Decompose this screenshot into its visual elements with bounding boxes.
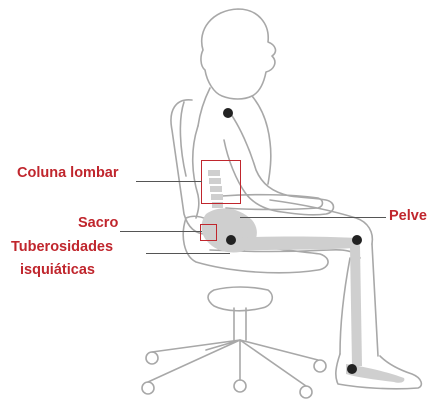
- chair-caster: [314, 360, 326, 372]
- knee-joint-dot: [352, 235, 362, 245]
- torso-center-dot: [223, 108, 233, 118]
- sacrum-leader-line: [120, 231, 202, 232]
- ischial-leader-line: [146, 253, 230, 254]
- person-torso-back-outline: [193, 126, 199, 218]
- femur-bone: [228, 237, 361, 251]
- chair-caster: [300, 386, 312, 398]
- chair-mechanism-outline: [208, 287, 272, 311]
- person-neck-outline: [198, 88, 210, 126]
- person-shin-back-outline: [340, 258, 350, 354]
- person-torso-front-outline: [252, 96, 271, 184]
- sacrum-highlight-box: [200, 224, 217, 241]
- chair-base-legs-outline: [148, 340, 318, 386]
- lumbar-highlight-box: [201, 160, 241, 204]
- label-lumbar-spine: Coluna lombar: [17, 165, 119, 182]
- ankle-joint-dot: [347, 364, 357, 374]
- label-ischial-tuberosities-line1: Tuberosidades: [11, 239, 113, 256]
- label-pelvis: Pelve: [389, 208, 427, 225]
- label-sacrum: Sacro: [78, 215, 118, 232]
- hip-joint-dot: [226, 235, 236, 245]
- chair-caster: [142, 382, 154, 394]
- person-shin-front-outline: [372, 244, 378, 356]
- pelvis-leader-line: [240, 217, 386, 218]
- person-head-outline: [201, 9, 276, 99]
- chair-caster: [234, 380, 246, 392]
- tibia-bone: [350, 246, 362, 366]
- lumbar-leader-line: [136, 181, 202, 182]
- chair-backrest-inner-outline: [180, 102, 186, 176]
- chair-column-outline: [234, 308, 246, 340]
- label-ischial-tuberosities-line2: isquiáticas: [20, 262, 95, 279]
- chair-caster: [146, 352, 158, 364]
